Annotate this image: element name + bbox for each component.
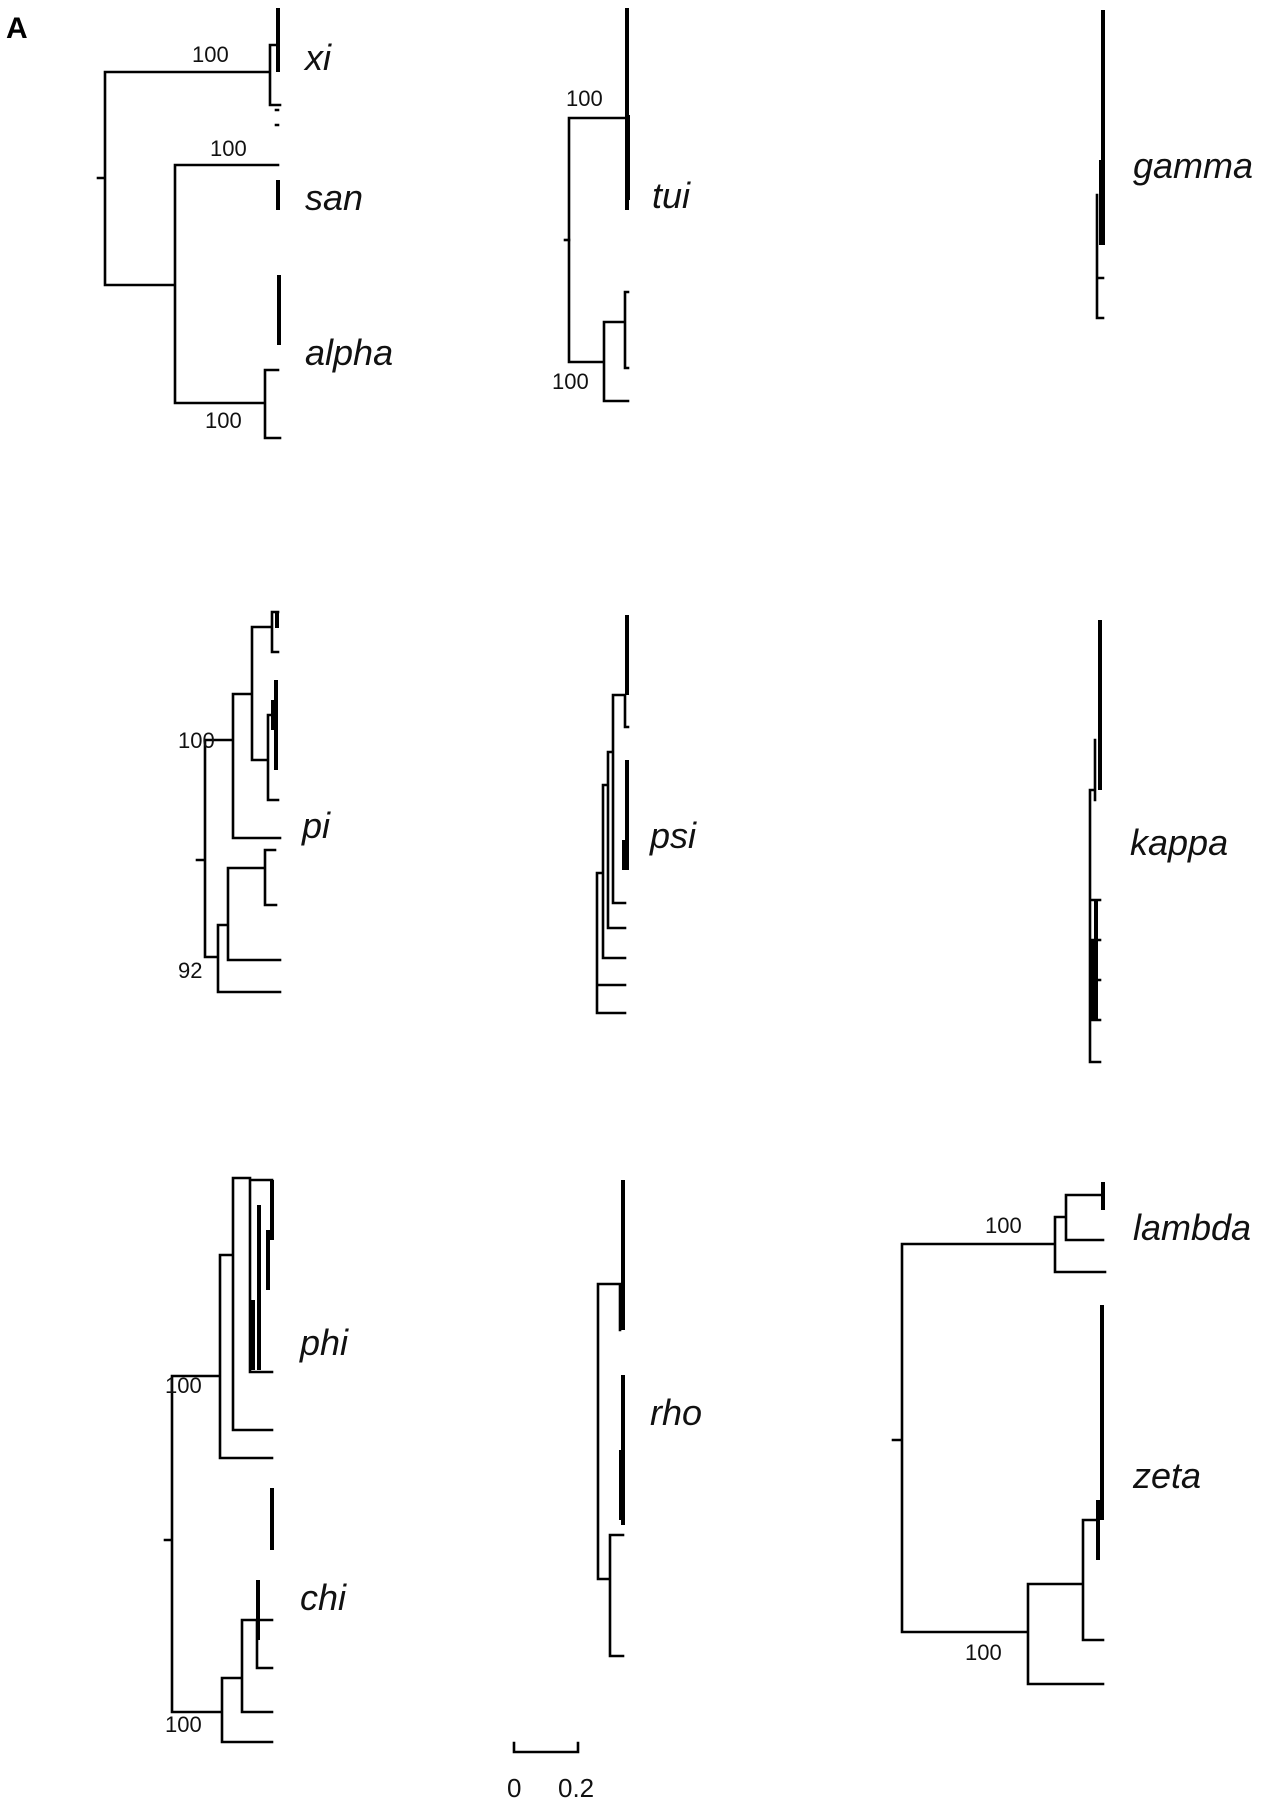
clade-label-phi: phi [299, 1322, 349, 1363]
bootstrap-zeta: 100 [965, 1640, 1002, 1665]
bootstrap-lambda: 100 [985, 1213, 1022, 1238]
tree-kappa [1088, 620, 1102, 1064]
clade-label-gamma: gamma [1133, 145, 1253, 186]
clade-label-zeta: zeta [1132, 1455, 1201, 1496]
bootstrap-san: 100 [210, 136, 247, 161]
clade-label-alpha: alpha [305, 332, 393, 373]
clade-label-san: san [305, 177, 363, 218]
tree-rho [596, 1180, 625, 1658]
clade-label-xi: xi [303, 37, 332, 78]
tree-phi-chi [163, 1176, 274, 1744]
tree-pi [195, 610, 282, 994]
clade-label-tui: tui [652, 175, 691, 216]
clade-label-lambda: lambda [1133, 1207, 1251, 1248]
bootstrap-xi: 100 [192, 42, 229, 67]
bootstrap-tui-top: 100 [566, 86, 603, 111]
bootstrap-alpha: 100 [205, 408, 242, 433]
tree-lambda-zeta [891, 1182, 1107, 1686]
scale-bar-label-end: 0.2 [558, 1773, 594, 1800]
clade-label-rho: rho [650, 1392, 702, 1433]
bootstrap-tui-bottom: 100 [552, 369, 589, 394]
scale-bar [512, 1741, 580, 1754]
tree-xi-san-alpha [96, 8, 282, 440]
bootstrap-pi-bottom: 92 [178, 958, 202, 983]
bootstrap-pi-top: 100 [178, 728, 215, 753]
scale-bar-label-start: 0 [507, 1773, 521, 1800]
clade-label-pi: pi [301, 805, 331, 846]
clade-label-kappa: kappa [1130, 822, 1228, 863]
bootstrap-chi: 100 [165, 1712, 202, 1737]
tree-psi [595, 615, 630, 1015]
clade-label-chi: chi [300, 1577, 347, 1618]
tree-tui [563, 8, 630, 403]
bootstrap-phi: 100 [165, 1373, 202, 1398]
clade-label-psi: psi [649, 815, 697, 856]
tree-gamma [1095, 10, 1105, 320]
panel-letter: A [6, 12, 28, 45]
